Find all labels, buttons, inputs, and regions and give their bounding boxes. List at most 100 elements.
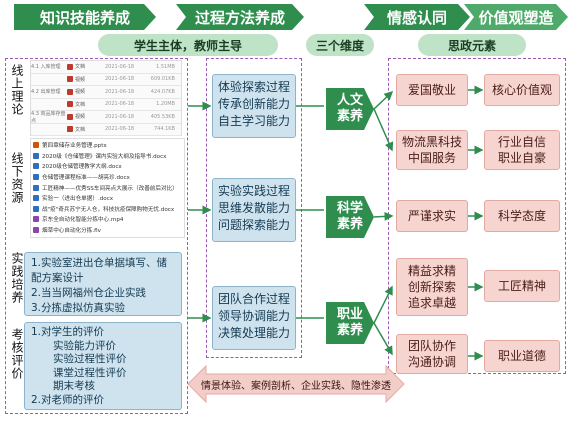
file-size: 744.1KB: [153, 126, 175, 133]
ideology-left-2: 物流黑科技 中国服务: [396, 130, 468, 170]
subheader-student-centered: 学生主体，教师主导: [98, 34, 278, 56]
ideology-left-1: 爱国敬业: [396, 74, 468, 106]
bottom-arrow-label: 情景体验、案例剖析、企业实践、隐性渗透: [201, 380, 391, 392]
resource-item[interactable]: 2020级仓储管理教学大纲.docx: [33, 161, 182, 172]
emotion-arrow: 情感认同: [364, 4, 470, 30]
dimension-text: 人文: [336, 93, 363, 108]
resource-name: 2020级仓储管理教学大纲.docx: [42, 164, 122, 171]
file-size: 1.20MB: [156, 101, 175, 108]
ideology-right-5: 职业道德: [484, 340, 560, 372]
process-item: 决策处理能力: [217, 326, 290, 340]
file-icon: [33, 216, 39, 223]
ideology-left-4: 精益求精 创新探索 追求卓越: [396, 258, 468, 316]
resource-name: 第四章储存业务管理.pptx: [42, 143, 107, 150]
file-icon: [33, 195, 39, 202]
file-name: 视频: [75, 89, 86, 96]
dimension-text: 素养: [336, 109, 363, 124]
resource-name: 工匠精神——优秀SS车间亮点大展示（改善前后对比）: [42, 185, 178, 192]
file-date: 2021-06-18: [105, 76, 135, 83]
video-icon: [67, 76, 73, 83]
file-section: 4.2 出库管理: [31, 89, 61, 96]
file-date: 2021-06-18: [105, 101, 135, 108]
dimension-text: 职业: [336, 307, 363, 322]
file-date: 2021-06-18: [105, 126, 135, 133]
file-icon: [33, 163, 39, 170]
file-size: 609.01KB: [150, 76, 175, 83]
resource-item[interactable]: 实验一（进出仓单据）.docx: [33, 193, 182, 204]
resource-item[interactable]: 2020级《仓储管理》课内实验大纲及指导书.docx: [33, 151, 182, 162]
ideology-right-2: 行业自信 职业自豪: [484, 130, 560, 170]
file-section: 4.1 入库管理: [31, 64, 61, 71]
practice-item: 1.实验室进出仓单据填写、储配方案设计: [31, 257, 168, 284]
dimension-science: 科学素养: [326, 196, 374, 238]
resource-item[interactable]: 烟草中心自动化分拣.flv: [33, 225, 182, 236]
file-name: 视频: [75, 76, 86, 83]
process-group-2: 实验实践过程思维发散能力问题探索能力: [212, 178, 296, 242]
file-icon: [33, 227, 39, 234]
ideology-left-3: 严谨求实: [396, 200, 468, 232]
ideology-right-4: 工匠精神: [484, 270, 560, 302]
process-group-1: 体验探索过程传承创新能力自主学习能力: [212, 74, 296, 138]
resource-item[interactable]: 战"疫"奇兵苏宁无人仓，科技抗疫保障购物无忧.docx: [33, 204, 182, 215]
assessment-item: 2.对老师的评价: [31, 393, 105, 406]
assessment-item: 1.对学生的评价: [31, 326, 105, 338]
file-size: 405.53KB: [150, 113, 175, 120]
knowledge-skill-arrow: 知识技能养成: [14, 4, 156, 30]
dimension-text: 素养: [336, 323, 363, 338]
resource-name: 2020级《仓储管理》课内实验大纲及指导书.docx: [42, 153, 167, 160]
label-assessment: 考核评价: [10, 328, 24, 380]
dimension-professional: 职业素养: [326, 302, 374, 344]
file-icon: [33, 142, 39, 149]
online-file-row[interactable]: 视频 2021-06-18 609.01KB: [31, 74, 181, 86]
practice-box: 1.实验室进出仓单据填写、储配方案设计 2.当当网福州仓企业实践 3.分拣虚拟仿真实…: [24, 252, 182, 316]
dimension-text: 科学: [336, 201, 363, 216]
video-icon: [67, 88, 73, 95]
file-icon: [33, 184, 39, 191]
resource-name: 京东全自动化智能分拣中心.mp4: [42, 217, 124, 224]
process-group-3: 团队合作过程领导协调能力决策处理能力: [212, 286, 296, 350]
online-file-row[interactable]: 文档 2021-06-18 744.1KB: [31, 124, 181, 136]
practice-item: 2.当当网福州仓企业实践: [31, 287, 147, 299]
resource-item[interactable]: 京东全自动化智能分拣中心.mp4: [33, 214, 182, 225]
file-section: 4.3 商品库存盘点: [31, 110, 66, 124]
left-panel: [5, 58, 188, 414]
resource-item[interactable]: 仓储管理课程标准——胡亮珍.docx: [33, 172, 182, 183]
file-date: 2021-06-18: [105, 63, 135, 70]
process-item: 思维发散能力: [217, 201, 290, 215]
process-item: 团队合作过程: [217, 292, 290, 306]
ideology-right-1: 核心价值观: [484, 74, 560, 106]
resource-item[interactable]: 工匠精神——优秀SS车间亮点大展示（改善前后对比）: [33, 182, 182, 193]
process-item: 问题探索能力: [217, 218, 290, 232]
label-online-theory: 线上理论: [10, 64, 24, 116]
assessment-item: 课堂过程性评价: [53, 366, 127, 379]
resource-name: 烟草中心自动化分拣.flv: [42, 228, 101, 235]
document-icon: [67, 101, 73, 108]
process-item: 体验探索过程: [217, 80, 290, 94]
assessment-item: 期末考核: [53, 380, 95, 392]
ideology-left-5: 团队协作 沟通协调: [396, 334, 468, 374]
assessment-item: 实验能力评价: [53, 339, 116, 352]
subheader-ideology: 思政元素: [418, 34, 526, 56]
resource-item[interactable]: 第四章储存业务管理.pptx: [33, 140, 182, 151]
file-icon: [33, 174, 39, 181]
file-icon: [33, 205, 39, 212]
process-item: 传承创新能力: [217, 97, 290, 111]
file-name: 文档: [75, 126, 86, 133]
label-offline-resources: 线下资源: [10, 152, 24, 204]
practice-item: 3.分拣虚拟仿真实验: [31, 302, 126, 314]
dimension-text: 素养: [336, 217, 363, 232]
label-practice: 实践培养: [10, 252, 24, 304]
file-date: 2021-06-18: [105, 113, 135, 120]
resource-name: 实验一（进出仓单据）.docx: [42, 196, 114, 203]
dimension-humanities: 人文素养: [326, 88, 374, 130]
resource-name: 战"疫"奇兵苏宁无人仓，科技抗疫保障购物无忧.docx: [42, 206, 175, 213]
ideology-right-3: 科学态度: [484, 200, 560, 232]
process-item: 领导协调能力: [217, 309, 290, 323]
